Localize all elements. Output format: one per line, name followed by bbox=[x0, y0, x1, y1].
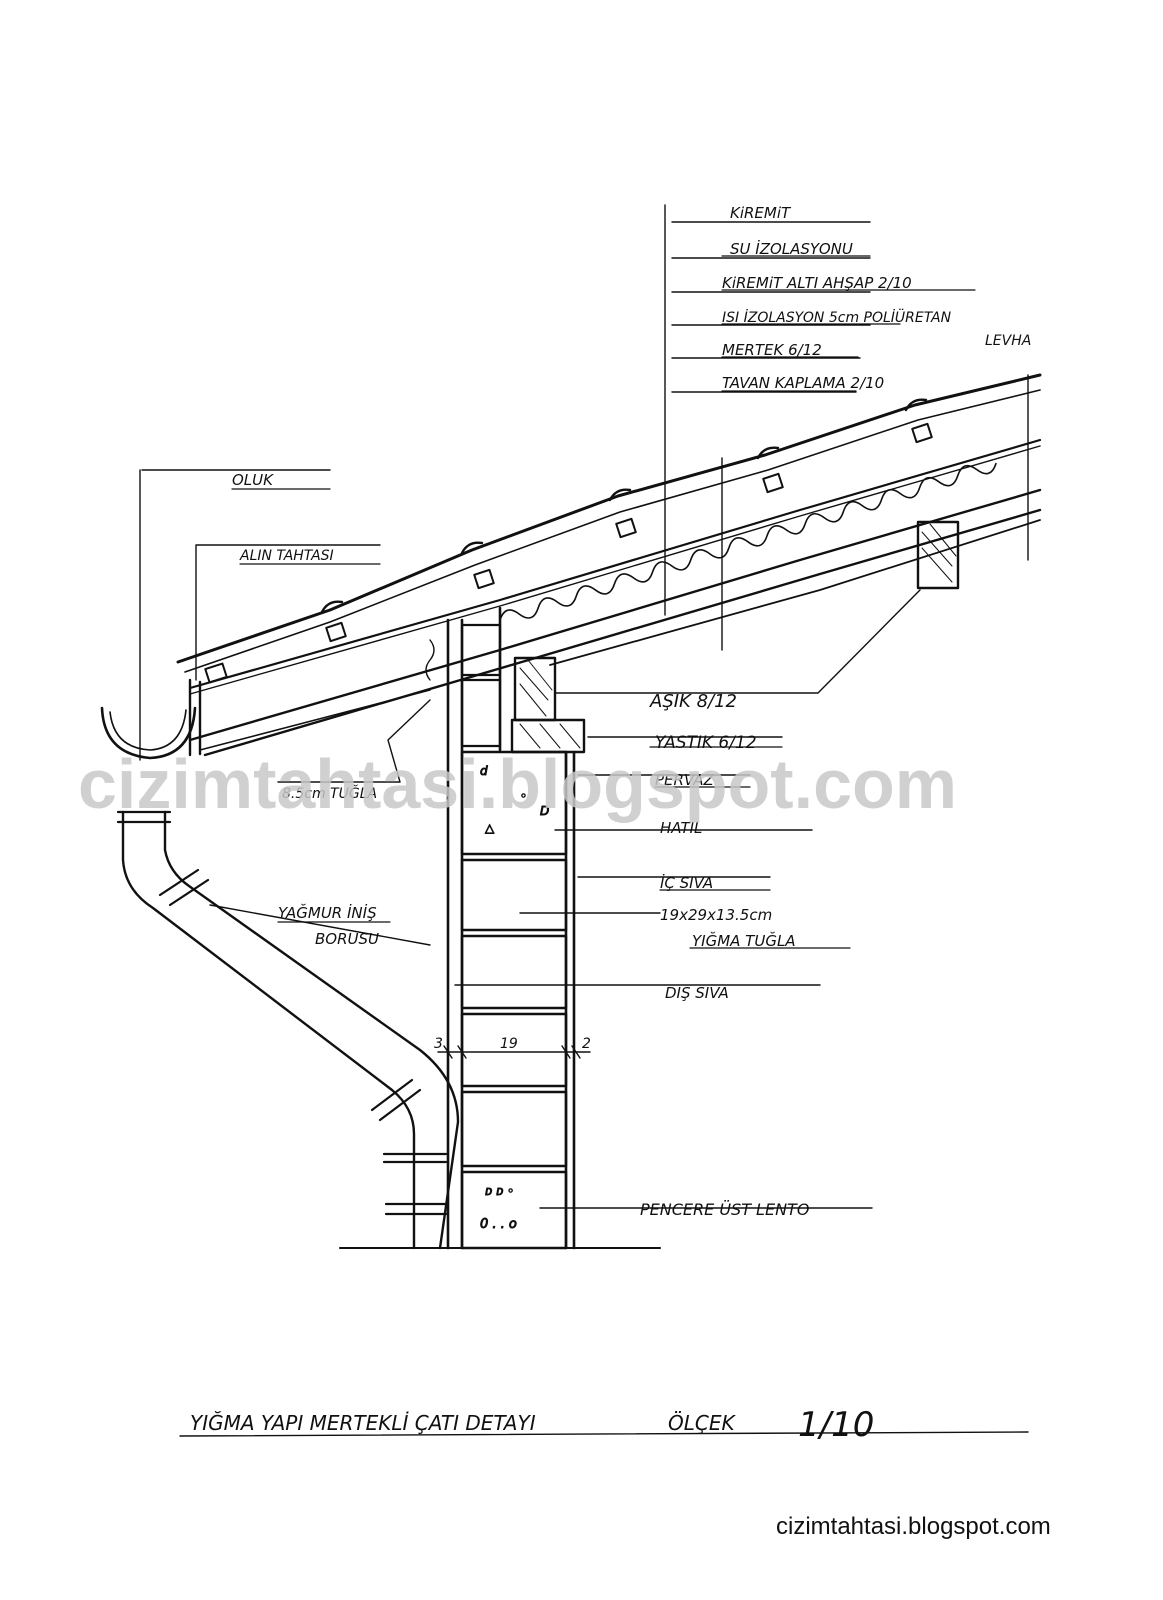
title-text: YIĞMA YAPI MERTEKLİ ÇATI DETAYI bbox=[190, 1411, 536, 1435]
purlin bbox=[513, 656, 557, 722]
svg-text:D: D bbox=[540, 804, 549, 818]
site-credit: cizimtahtasi.blogspot.com bbox=[776, 1513, 1051, 1540]
label-alin-tahtasi: ALIN TAHTASI bbox=[239, 548, 334, 564]
scale-value: 1/10 bbox=[798, 1405, 874, 1445]
label-yagmur-inis: YAĞMUR İNİŞ bbox=[278, 903, 377, 922]
label-tugla-85: 8.5cm TUĞLA bbox=[282, 784, 377, 802]
dim-right: 2 bbox=[582, 1036, 591, 1052]
roof-tiles bbox=[176, 373, 1042, 664]
dim-middle: 19 bbox=[500, 1036, 518, 1052]
label-dis-siva: DIŞ SIVA bbox=[665, 984, 729, 1002]
leader-lines bbox=[141, 221, 921, 1209]
label-kiremit-alti-ahsap: KiREMiT ALTI AHŞAP 2/10 bbox=[722, 274, 912, 292]
label-su-izolasyonu: SU İZOLASYONU bbox=[730, 239, 853, 258]
label-underlines bbox=[231, 255, 976, 949]
label-borusu: BORUSU bbox=[315, 930, 379, 948]
label-tavan-kaplama: TAVAN KAPLAMA 2/10 bbox=[722, 374, 884, 392]
gutter bbox=[100, 706, 197, 760]
sarking-board bbox=[188, 438, 1042, 690]
label-yigma-tugla: YIĞMA TUĞLA bbox=[692, 931, 796, 950]
label-pervaz: PERVAZ bbox=[655, 771, 714, 789]
masonry-wall: d ◦ △ D ᴅ ᴅ ◦ 0 . . o bbox=[339, 606, 661, 1250]
label-yigma-tugla-size: 19x29x13.5cm bbox=[660, 906, 772, 924]
svg-text:d: d bbox=[480, 764, 488, 778]
insulation bbox=[499, 462, 997, 621]
label-yastik: YASTIK 6/12 bbox=[655, 733, 757, 753]
scale-label: ÖLÇEK bbox=[668, 1411, 736, 1435]
gutter-and-downpipe bbox=[100, 469, 460, 1250]
dimension-line bbox=[437, 1045, 591, 1059]
label-pencere-ust-lento: PENCERE ÜST LENTO bbox=[640, 1200, 809, 1219]
label-ic-siva: İÇ SIVA bbox=[660, 873, 713, 892]
label-mertek: MERTEK 6/12 bbox=[722, 341, 822, 359]
label-isi-izolasyon-2: LEVHA bbox=[985, 333, 1031, 349]
fascia-board bbox=[188, 678, 202, 757]
label-oluk: OLUK bbox=[232, 471, 274, 489]
bond-beam bbox=[460, 750, 568, 856]
label-asik: AŞIK 8/12 bbox=[649, 691, 737, 712]
brick-course bbox=[460, 858, 568, 932]
labels: KiREMiT SU İZOLASYONU KiREMiT ALTI AHŞAP… bbox=[232, 204, 1031, 1219]
svg-text:△: △ bbox=[485, 821, 495, 835]
rafter bbox=[188, 488, 1042, 742]
label-kiremit: KiREMiT bbox=[730, 204, 792, 222]
ceiling-board bbox=[549, 519, 1041, 666]
label-isi-izolasyon: ISI İZOLASYON 5cm POLİÜRETAN bbox=[722, 308, 952, 326]
drawing-title: YIĞMA YAPI MERTEKLİ ÇATI DETAYI ÖLÇEK 1/… bbox=[179, 1405, 1029, 1445]
svg-text:0 . . o: 0 . . o bbox=[480, 1217, 517, 1232]
dim-left: 3 bbox=[434, 1036, 443, 1052]
svg-text:ᴅ ᴅ ◦: ᴅ ᴅ ◦ bbox=[485, 1184, 514, 1198]
brick-course bbox=[460, 1090, 568, 1168]
downpipe bbox=[121, 810, 460, 1250]
label-hatil: HATIL bbox=[660, 819, 702, 837]
watermark: cizimtahtasi.blogspot.com bbox=[78, 745, 957, 823]
brick-course bbox=[460, 934, 568, 1010]
brick-course bbox=[460, 1012, 568, 1088]
roof-assembly bbox=[176, 204, 1042, 757]
svg-text:◦: ◦ bbox=[520, 789, 527, 803]
